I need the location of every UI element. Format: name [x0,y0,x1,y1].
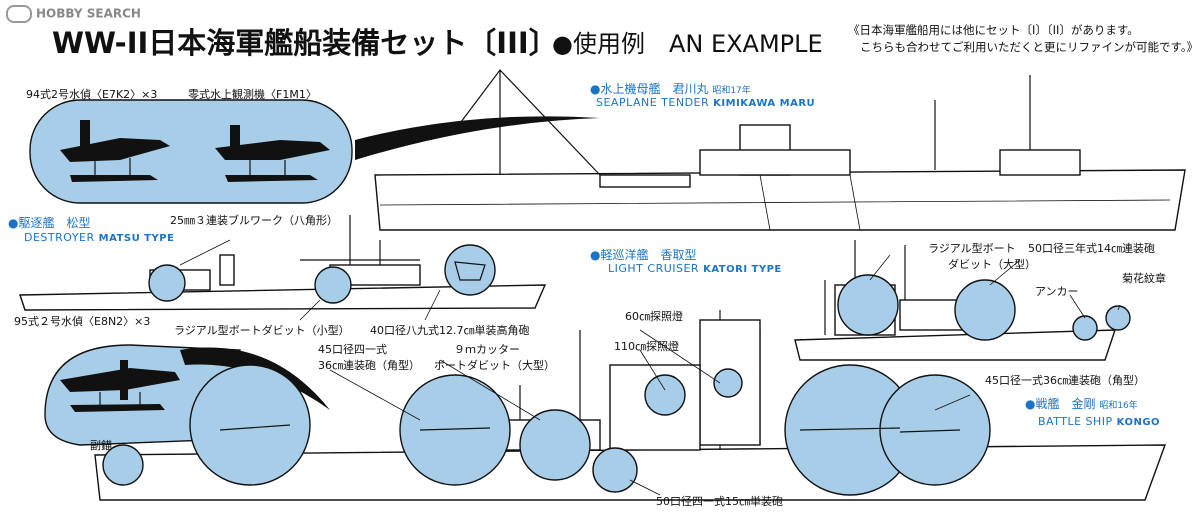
e7k2-plane-icon [60,120,170,182]
gun-36-label: 45口径四一式 36㎝連装砲（角型） [318,341,420,373]
aa-gun-detail-icon [444,244,496,296]
matsu-en-type: DESTROYER [24,231,95,244]
e7k2-label: 94式2号水偵〈E7K2〉×3 [26,88,158,101]
cutter-line-1: ９ｍカッター [454,343,520,356]
floatplane-panel [29,99,600,204]
gun-36-kongo-label: 45口径一式36㎝連装砲（角型） [985,374,1145,387]
kongo-year: 昭和16年 [1099,401,1138,411]
matsu-title: ●駆逐艦 松型 [8,216,91,230]
note-line-2: こちらも合わせてご利用いただくと更にリファインが可能です。》 [860,40,1199,54]
katori-en: LIGHT CRUISER KATORI TYPE [608,262,782,275]
chrysanthemum-label: 菊花紋章 [1122,272,1166,285]
anchor-label: アンカー [1035,285,1079,298]
kongo-en-name: KONGO [1116,417,1161,428]
gun-14cm-detail-icon [954,279,1016,341]
kimikawa-jp: ●水上機母艦 君川丸 [590,82,709,96]
kongo-title: ●戦艦 金剛 昭和16年 [1025,395,1138,412]
davit-small-detail-icon [314,266,352,304]
brand-text: HOBBY SEARCH [36,6,141,21]
davit-large-line-2: ダビット（大型） [948,258,1036,271]
katori-en-name: KATORI TYPE [703,264,782,275]
davit-small-label: ラジアル型ボートダビット（小型） [174,324,350,337]
e8n2-label: 95式２号水偵〈E8N2〉×3 [14,315,151,328]
cutter-line-2: ボートダビット（大型） [434,359,555,372]
example-heading: ●使用例 AN EXAMPLE [552,30,823,58]
f1m1-label: 零式水上観測機〈F1M1〉 [188,88,317,101]
kimikawa-title: ●水上機母艦 君川丸 昭和17年 [590,80,751,97]
searchlight-110-label: 110㎝探照燈 [614,340,679,353]
aa-gun-label: 40口径八九式12.7㎝単装高角砲 [370,324,530,337]
katori-en-type: LIGHT CRUISER [608,262,700,275]
kongo-battleship-ship [94,310,1167,501]
gun-14cm-label: 50口径三年式14㎝連装砲 [1028,242,1155,255]
header-note: 《日本海軍艦船用には他にセット〔I〕〔II〕があります。 こちらも合わせてご利用… [848,22,1198,56]
hobbysearch-logo-icon [6,5,32,23]
chrysanthemum-detail-icon [1105,305,1131,331]
davit-large-label: ラジアル型ボートダビット（大型） [928,240,1036,272]
plane-arc-pointer [355,116,600,160]
bulwark-detail-icon [148,264,186,302]
kimikawa-en-type: SEAPLANE TENDER [596,96,710,109]
kongo-jp: ●戦艦 金剛 [1025,397,1096,411]
gun-36-detail-icon [399,374,511,486]
page-title: WW-II日本海軍艦船装備セット〔III〕 [52,26,558,60]
kimikawa-en: SEAPLANE TENDER KIMIKAWA MARU [596,96,815,109]
secondary-anchor-label: 副錨 [90,439,112,452]
kimikawa-maru-ship [374,69,1186,231]
searchlight-60-detail-icon [713,368,743,398]
bulwark-label: 25㎜３連装ブルワーク（八角形） [170,214,338,227]
searchlight-60-label: 60㎝探照燈 [625,310,683,323]
kongo-en: BATTLE SHIP KONGO [1038,415,1160,428]
note-line-1: 《日本海軍艦船用には他にセット〔I〕〔II〕があります。 [848,23,1139,37]
davit-large-detail-icon [837,274,899,336]
kimikawa-year: 昭和17年 [712,86,751,96]
hobbysearch-logo: HOBBY SEARCH [6,5,141,23]
searchlight-110-detail-icon [644,374,686,416]
gun-15cm-detail-icon [592,447,638,493]
gun-15cm-label: 50口径四一式15㎝単装砲 [656,495,783,508]
matsu-en-name: MATSU TYPE [98,233,175,244]
davit-large-line-1: ラジアル型ボート [928,242,1016,255]
cutter-label: ９ｍカッターボートダビット（大型） [434,341,555,373]
e8n2-arc-pointer [180,347,330,410]
matsu-destroyer-ship [19,215,547,321]
matsu-en: DESTROYER MATSU TYPE [24,231,174,244]
katori-title: ●軽巡洋艦 香取型 [590,248,697,262]
gun-36-line-1: 45口径四一式 [318,343,387,356]
cutter-davit-detail-icon [519,409,591,481]
gun-36-aft-detail-icon [189,364,311,486]
kongo-en-type: BATTLE SHIP [1038,415,1113,428]
kimikawa-en-name: KIMIKAWA MARU [713,98,816,109]
e8n2-plane-icon [60,360,180,412]
gun-36-line-2: 36㎝連装砲（角型） [318,359,420,372]
secondary-anchor-detail-icon [102,444,144,486]
anchor-detail-icon [1072,315,1098,341]
katori-cruiser-ship [794,240,1131,361]
gun-36-kongo-detail-icon [879,374,991,486]
f1m1-plane-icon [215,125,330,182]
